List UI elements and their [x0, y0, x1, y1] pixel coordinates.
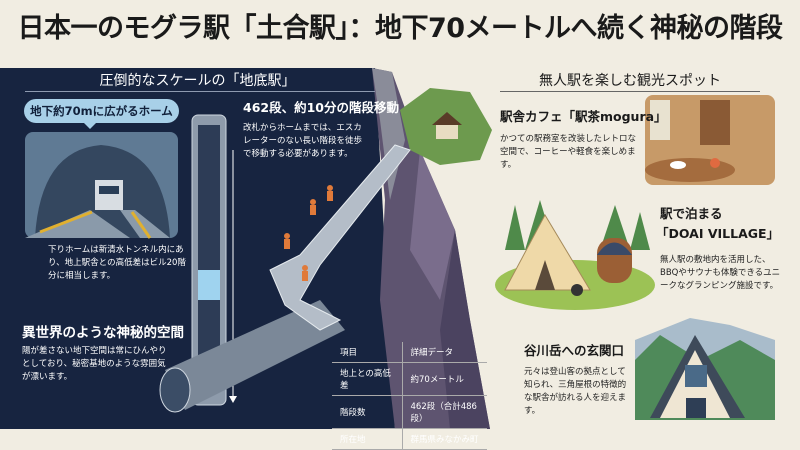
staircase: [269, 144, 411, 331]
table-cell: 約70メートル: [402, 362, 487, 396]
cafe-desc: かつての駅務室を改装したレトロな空間で、コーヒーや軽食を楽しめます。: [500, 134, 637, 170]
village-title-2: 「DOAI VILLAGE」: [656, 226, 780, 241]
divider: [25, 91, 375, 92]
table-header: 項目: [332, 342, 403, 363]
platform-desc: 下りホームは新清水トンネル内にあり、地上駅舎との高低差はビル20階分に相当します…: [48, 245, 186, 281]
table-cell: 地上との高低差: [332, 362, 403, 396]
page-title: 日本一のモグラ駅「土合駅」：地下70メートルへ続く神秘の階段: [17, 13, 783, 44]
table-cell: 群馬県みなかみ町: [402, 428, 487, 450]
divider: [500, 91, 760, 92]
village-desc: 無人駅の敷地内を活用した、BBQやサウナも体験できるユニークなグランピング施設で…: [660, 255, 781, 291]
table-cell: 所在地: [332, 428, 403, 450]
table-header: 詳細データ: [402, 342, 487, 363]
background-illustration: [0, 68, 775, 429]
village-title: 駅で泊まる: [660, 206, 723, 221]
tanigawa-desc: 元々は登山客の拠点として知られ、三角屋根の特徴的な駅舎が訪れる人を迎えます。: [524, 367, 627, 416]
table-row: 所在地群馬県みなかみ町: [332, 428, 487, 450]
mystery-desc: 陽が差さない地下空間は常にひんやりとしており、秘密基地のような雰囲気が漂います。: [22, 346, 167, 382]
platform-bubble: 地下約70mに広がるホーム: [24, 99, 179, 129]
table-cell: 462段（合計486段）: [402, 395, 487, 429]
mystery-title: 異世界のような神秘的空間: [22, 325, 184, 341]
table-row: 地上との高低差約70メートル: [332, 362, 487, 396]
cafe-title: 駅舎カフェ「駅茶mogura」: [500, 109, 667, 124]
right-heading: 無人駅を楽しむ観光スポット: [539, 73, 721, 89]
stairs-title: 462段、約10分の階段移動: [243, 100, 399, 115]
table-header-row: 項目詳細データ: [332, 342, 487, 363]
left-heading: 圧倒的なスケールの「地底駅」: [99, 73, 296, 89]
tanigawa-title: 谷川岳への玄関口: [524, 343, 625, 358]
table-cell: 階段数: [332, 395, 403, 429]
stairs-desc: 改札からホームまでは、エスカレーターのない長い階段を徒歩で移動する必要があります…: [243, 123, 363, 159]
